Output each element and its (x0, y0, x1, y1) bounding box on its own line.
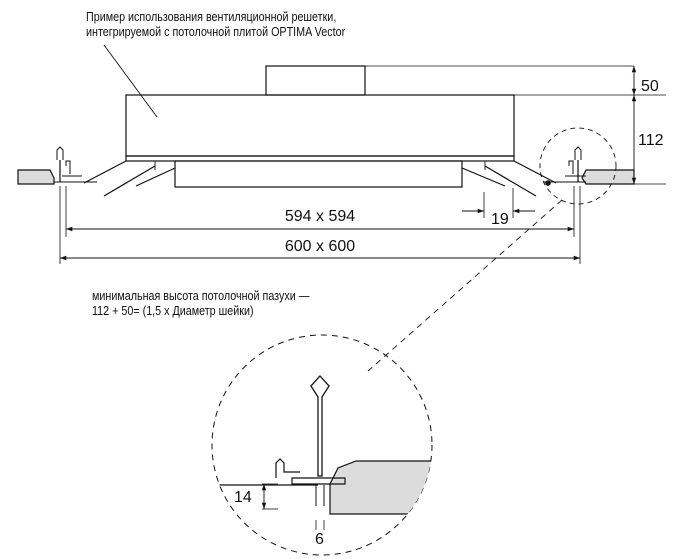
neck-height-label: 50 (641, 78, 659, 95)
caption-line-1: Пример использования вентиляционной реше… (86, 10, 337, 24)
duct-neck (265, 65, 366, 96)
ceiling-tile-left (17, 169, 55, 185)
flange-label: 19 (491, 211, 509, 228)
detail-t-bar-bulb (310, 375, 330, 477)
detail-ceiling-tile (329, 460, 432, 515)
detail-gap-label: 6 (315, 531, 324, 548)
face-plate (125, 155, 515, 162)
outer-span-label: 600 x 600 (285, 238, 355, 255)
caption-line-2: интегрируемой с потолочной плитой OPTIMA… (86, 25, 346, 39)
note-line-1: минимальная высота потолочной пазухи — (92, 289, 310, 303)
detail-height-label: 14 (234, 489, 252, 506)
detail-leader (367, 199, 563, 372)
detail-marker-circle (539, 127, 617, 205)
caption-leader (103, 44, 158, 118)
box-height-label: 112 (638, 132, 664, 149)
detail-circle (211, 334, 433, 556)
detail-clip (275, 458, 300, 478)
note-line-2: 112 + 50= (1,5 x Диаметр шейки) (92, 304, 254, 318)
detail-t-bar-flange (291, 477, 346, 485)
grille-core (174, 160, 463, 188)
right-wing (513, 160, 557, 184)
left-wing (83, 160, 127, 184)
ceiling-tile-right (581, 169, 635, 185)
inner-span-label: 594 x 594 (285, 208, 355, 225)
plenum-box (125, 94, 515, 157)
